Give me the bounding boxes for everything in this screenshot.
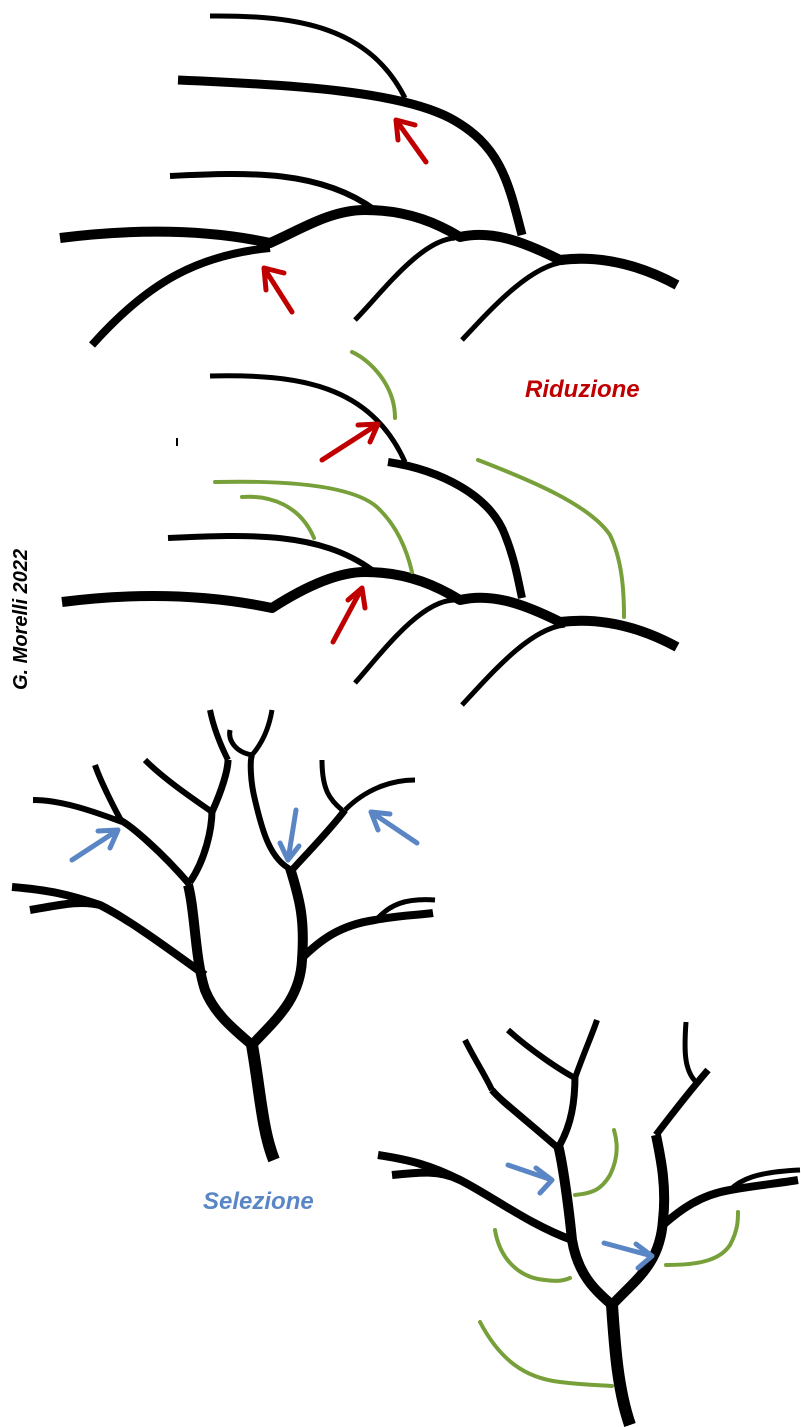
reduction-before-branches	[60, 16, 677, 345]
reduction-label: Riduzione	[525, 376, 640, 404]
selection-label: Selezione	[203, 1188, 314, 1216]
selection-before-tree	[12, 710, 435, 1160]
selection-before-arrows	[72, 810, 417, 860]
reduction-after-arrows	[322, 424, 378, 642]
author-credit: G. Morelli 2022	[10, 549, 33, 690]
